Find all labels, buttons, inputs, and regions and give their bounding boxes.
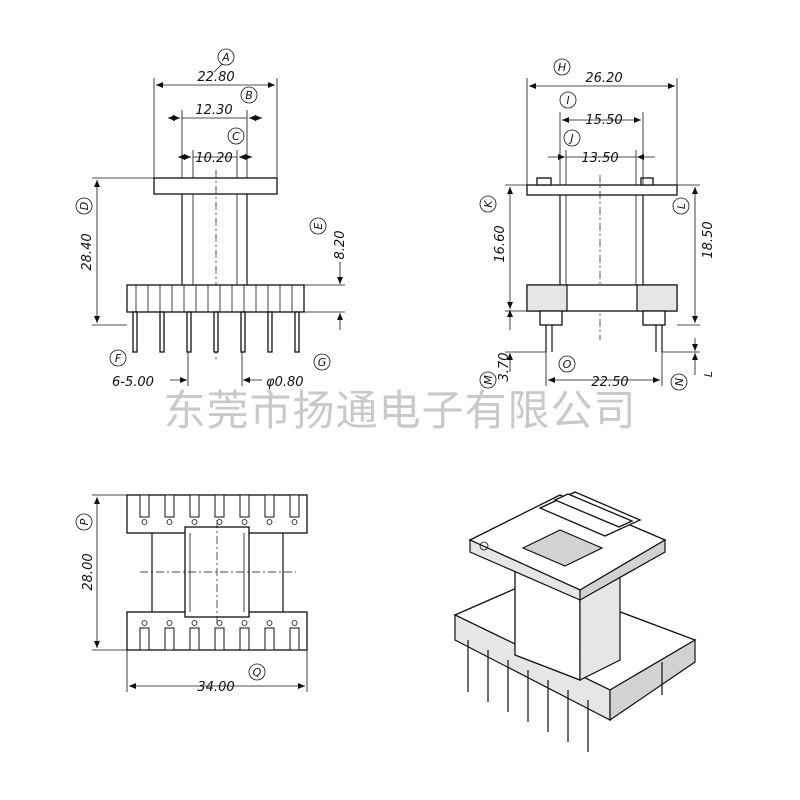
front-pin (267, 311, 273, 353)
dim-m-value: 3.70 (497, 353, 512, 382)
dim-k-value: 16.60 (493, 225, 508, 262)
front-view: 22.80 A 12.30 B 10.20 C 28.40 D 8. (75, 48, 348, 390)
front-bottom-flange (126, 284, 305, 313)
flange-notch (214, 494, 225, 518)
flange-notch (189, 627, 200, 651)
dim-b-value: 12.30 (195, 103, 232, 118)
front-pin (294, 311, 300, 353)
dim-e-value: 8.20 (333, 231, 348, 260)
label-n-circle (670, 373, 688, 391)
pin-hole (166, 620, 173, 626)
label-l-circle (672, 197, 690, 215)
flange-notch (239, 494, 250, 518)
dim-o-value: 22.50 (591, 375, 628, 390)
pin-hole (141, 620, 148, 626)
label-l-small: L (702, 371, 715, 377)
front-pin (132, 311, 138, 353)
front-pin (186, 311, 192, 353)
label-q-circle (248, 663, 266, 681)
label-h: H (558, 61, 566, 74)
label-j-circle (563, 129, 581, 147)
front-pin (240, 311, 246, 353)
side-top-flange (526, 184, 678, 196)
dim-q-value: 34.00 (197, 680, 234, 695)
label-h-circle (553, 58, 571, 76)
dim-c-value: 10.20 (195, 151, 232, 166)
label-i-circle (559, 91, 577, 109)
pin-hole (141, 519, 148, 525)
label-a-circle (217, 48, 235, 66)
flange-notch (139, 494, 150, 518)
dim-f-value: 6-5.00 (112, 375, 154, 390)
pin-hole (191, 519, 198, 525)
label-e-circle (309, 217, 327, 235)
label-d-circle (75, 197, 93, 215)
pin-hole (191, 620, 198, 626)
pin-hole (266, 620, 273, 626)
label-l: L (675, 203, 688, 209)
flange-notch (289, 627, 300, 651)
flange-notch (189, 494, 200, 518)
label-j: J (568, 132, 573, 145)
front-pin (213, 311, 219, 353)
dim-j-value: 13.50 (581, 151, 618, 166)
label-a: A (221, 51, 230, 64)
flange-notch (164, 627, 175, 651)
bottom-view: 28.00 P 34.00 Q (75, 494, 308, 695)
dim-i-value: 15.50 (585, 113, 622, 128)
pin-hole (166, 519, 173, 525)
pin-hole (266, 519, 273, 525)
dim-a-value: 22.80 (197, 70, 234, 85)
front-top-flange (153, 177, 278, 195)
flange-notch (139, 627, 150, 651)
flange-notch (214, 627, 225, 651)
label-c: C (232, 130, 240, 143)
label-d: D (78, 202, 91, 210)
iso-core-opening (521, 529, 604, 567)
isometric-view (453, 491, 697, 752)
flange-notch (264, 494, 275, 518)
dim-h-value: 26.20 (585, 71, 622, 86)
label-m: M (482, 375, 495, 385)
pin-hole (241, 620, 248, 626)
label-p-circle (75, 513, 93, 531)
label-g-circle (313, 353, 331, 371)
pin-hole (291, 519, 298, 525)
label-p: P (78, 518, 91, 525)
label-m-circle (479, 371, 497, 389)
flange-notch (239, 627, 250, 651)
label-i: I (566, 94, 569, 107)
dim-g-value: φ0.80 (266, 375, 304, 390)
flange-notch (289, 494, 300, 518)
label-n: N (673, 378, 686, 386)
label-o-circle (558, 355, 576, 373)
flange-notch (264, 627, 275, 651)
label-f-circle (109, 349, 127, 367)
label-k-circle (479, 195, 497, 213)
label-b-circle (240, 86, 258, 104)
label-g: G (318, 356, 327, 369)
pin-hole (291, 620, 298, 626)
label-q: Q (253, 666, 262, 679)
flange-notch (164, 494, 175, 518)
label-b: B (245, 89, 253, 102)
label-k: K (482, 200, 495, 208)
label-e: E (312, 222, 325, 229)
label-o: O (563, 358, 572, 371)
side-view: 26.20 H 15.50 I 13.50 J 16.60 K 3.70 M (479, 58, 716, 391)
dim-d-value: 28.40 (80, 233, 95, 270)
company-watermark: 东莞市扬通电子有限公司 (163, 386, 636, 435)
pin-hole (241, 519, 248, 525)
dim-l-value: 18.50 (701, 221, 716, 258)
dim-p-value: 28.00 (81, 553, 96, 590)
front-pin (159, 311, 165, 353)
label-c-circle (227, 127, 245, 145)
label-f: F (115, 352, 122, 365)
